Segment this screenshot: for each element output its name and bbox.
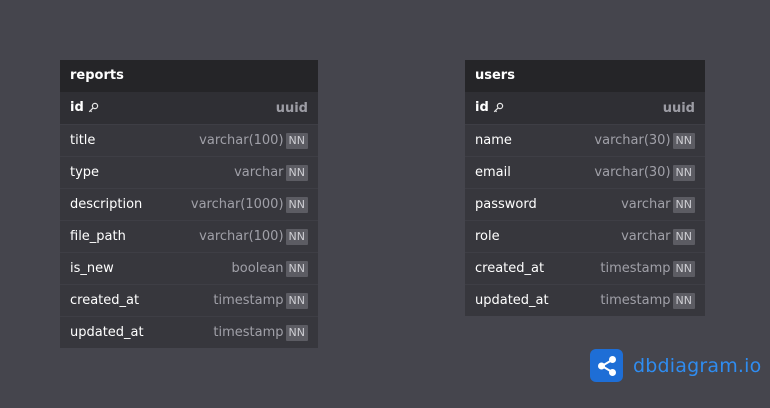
not-null-badge: NN xyxy=(285,292,308,309)
column-name: is_new xyxy=(70,261,232,276)
column-type: varchar(30) xyxy=(594,165,671,180)
column-row[interactable]: description varchar(1000)NN xyxy=(60,188,318,220)
table-header[interactable]: users xyxy=(465,60,705,92)
column-name: password xyxy=(475,197,621,212)
column-name-text: email xyxy=(475,165,511,180)
column-type: varchar(100) xyxy=(199,133,284,148)
brand-name: dbdiagram.io xyxy=(633,354,762,377)
column-type: timestamp xyxy=(600,261,671,276)
not-null-badge: NN xyxy=(672,228,695,245)
column-name: type xyxy=(70,165,234,180)
not-null-badge: NN xyxy=(672,132,695,149)
column-name-text: is_new xyxy=(70,261,114,276)
column-name-text: file_path xyxy=(70,229,126,244)
primary-key-row[interactable]: id uuid xyxy=(465,92,705,124)
column-type: varchar xyxy=(621,197,671,212)
not-null-badge: NN xyxy=(285,196,308,213)
column-name: title xyxy=(70,133,199,148)
column-name: role xyxy=(475,229,621,244)
column-type: varchar(1000) xyxy=(190,197,284,212)
column-name: name xyxy=(475,133,594,148)
not-null-badge: NN xyxy=(672,196,695,213)
not-null-badge: NN xyxy=(285,164,308,181)
column-name: updated_at xyxy=(475,293,600,308)
table-header[interactable]: reports xyxy=(60,60,318,92)
not-null-badge: NN xyxy=(672,164,695,181)
column-name-text: updated_at xyxy=(70,325,144,340)
key-icon xyxy=(88,102,99,117)
column-name: updated_at xyxy=(70,325,213,340)
column-type: uuid xyxy=(275,100,308,116)
column-name-text: created_at xyxy=(475,261,545,276)
column-name-text: id xyxy=(70,99,84,115)
not-null-badge: NN xyxy=(672,260,695,277)
column-name-text: id xyxy=(475,99,489,115)
column-type: boolean xyxy=(231,261,284,276)
column-name: file_path xyxy=(70,229,199,244)
column-name-text: title xyxy=(70,133,96,148)
not-null-badge: NN xyxy=(285,324,308,341)
brand-watermark[interactable]: dbdiagram.io xyxy=(590,349,761,382)
key-icon xyxy=(493,102,504,117)
not-null-badge: NN xyxy=(285,228,308,245)
not-null-badge: NN xyxy=(285,260,308,277)
not-null-badge: NN xyxy=(672,292,695,309)
column-name-text: name xyxy=(475,133,512,148)
column-row[interactable]: file_path varchar(100)NN xyxy=(60,220,318,252)
not-null-badge: NN xyxy=(285,132,308,149)
column-name: created_at xyxy=(70,293,213,308)
column-name-text: role xyxy=(475,229,500,244)
column-type: varchar xyxy=(621,229,671,244)
column-type: timestamp xyxy=(213,325,284,340)
column-name-text: updated_at xyxy=(475,293,549,308)
column-type: uuid xyxy=(662,100,695,116)
column-name: description xyxy=(70,197,191,212)
column-row[interactable]: email varchar(30)NN xyxy=(465,156,705,188)
column-type: timestamp xyxy=(600,293,671,308)
column-type: varchar xyxy=(234,165,284,180)
column-row[interactable]: title varchar(100)NN xyxy=(60,124,318,156)
column-name-text: description xyxy=(70,197,143,212)
column-row[interactable]: name varchar(30)NN xyxy=(465,124,705,156)
column-name-text: created_at xyxy=(70,293,140,308)
share-icon xyxy=(590,349,623,382)
column-name-text: type xyxy=(70,165,100,180)
column-name: email xyxy=(475,165,594,180)
column-type: varchar(30) xyxy=(594,133,671,148)
column-type: timestamp xyxy=(213,293,284,308)
column-name-text: password xyxy=(475,197,537,212)
column-name: id xyxy=(475,100,663,117)
primary-key-row[interactable]: id uuid xyxy=(60,92,318,124)
column-type: varchar(100) xyxy=(199,229,284,244)
column-name: created_at xyxy=(475,261,600,276)
column-name: id xyxy=(70,100,276,117)
